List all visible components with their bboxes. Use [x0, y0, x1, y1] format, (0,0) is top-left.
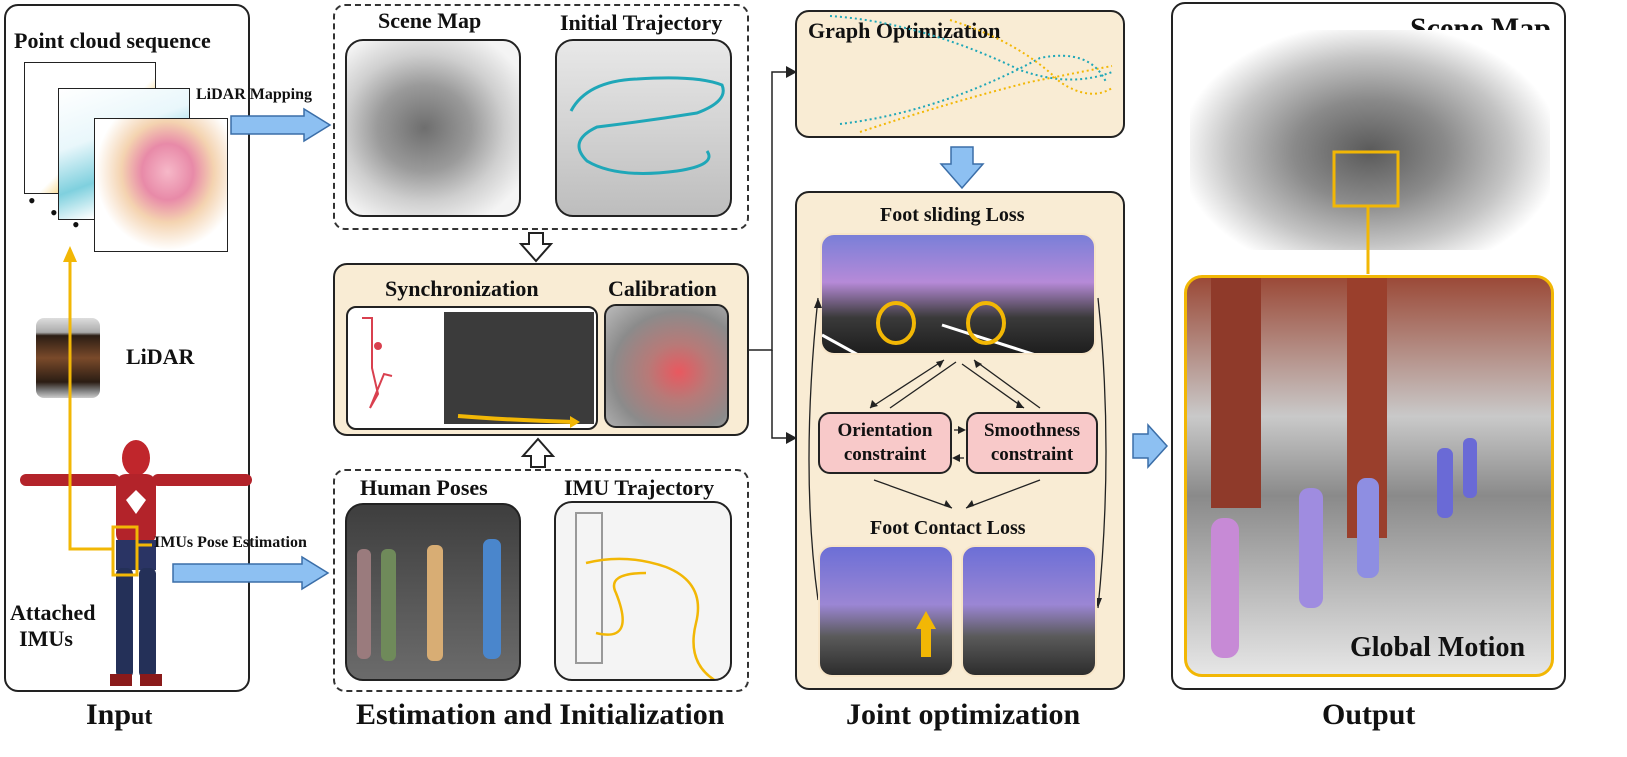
lidar-device-image [36, 318, 100, 398]
graph-optimization-plot [829, 15, 1113, 133]
graph-optimization-title: Graph Optimization [808, 18, 1001, 43]
global-motion-image [1184, 275, 1554, 677]
input-caption: Input [86, 698, 153, 731]
imu-trajectory-title: IMU Trajectory [564, 475, 715, 500]
estimation-caption: Estimation and Initialization [356, 698, 725, 731]
calibration-image [604, 304, 729, 428]
foot-sliding-loss-title: Foot sliding Loss [880, 204, 1025, 226]
output-caption: Output [1322, 698, 1416, 731]
initial-trajectory-thumbnail [555, 39, 732, 217]
joint-caption: Joint optimization [846, 698, 1081, 731]
imus-pose-estimation-label: IMUs Pose Estimation [154, 534, 307, 551]
foot-sliding-image [820, 233, 1096, 355]
foot-contact-image-2 [961, 545, 1097, 677]
graph-optimization-panel [795, 10, 1125, 138]
arrow-imus-pose [172, 555, 330, 591]
human-poses-thumbnail [345, 503, 521, 681]
hollow-arrow-up [520, 437, 556, 468]
smoothness-constraint-box: Smoothness constraint [966, 412, 1098, 474]
foot-contact-image-1 [818, 545, 954, 677]
hollow-arrow-down [518, 232, 554, 263]
output-scene-map-image [1190, 30, 1550, 250]
lidar-label: LiDAR [126, 344, 195, 369]
arrow-lidar-mapping [230, 107, 332, 143]
foot-contact-loss-title: Foot Contact Loss [870, 517, 1026, 539]
scene-map-thumbnail [345, 39, 521, 217]
point-cloud-frame-3 [94, 118, 228, 252]
calibration-title: Calibration [608, 276, 717, 301]
arrow-to-output [1132, 423, 1169, 469]
synchronization-image [346, 306, 598, 430]
orientation-constraint-box: Orientation constraint [818, 412, 952, 474]
human-poses-title: Human Poses [360, 475, 488, 500]
initial-trajectory-title: Initial Trajectory [560, 10, 723, 35]
lidar-mapping-label: LiDAR Mapping [196, 86, 313, 103]
point-cloud-title: Point cloud sequence [14, 28, 211, 53]
global-motion-title: Global Motion [1350, 632, 1526, 663]
ellipsis-dots: ••• [28, 188, 80, 237]
attached-imus-label: Attached IMUs [10, 600, 96, 651]
synchronization-title: Synchronization [385, 276, 539, 301]
arrow-graph-to-joint [939, 146, 985, 190]
imu-trajectory-thumbnail [554, 501, 732, 681]
scene-map-title: Scene Map [378, 8, 482, 33]
